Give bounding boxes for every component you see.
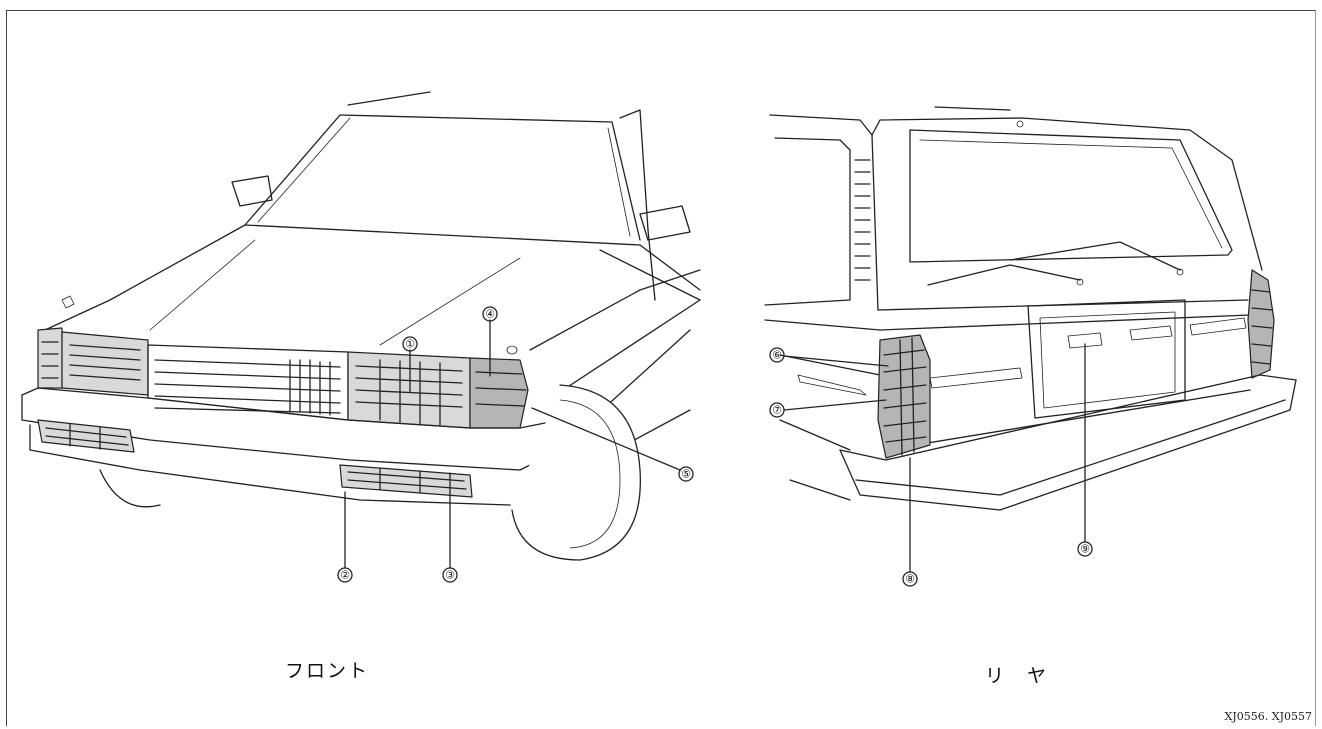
caption-front: フロント [285, 660, 370, 682]
svg-text:⑦: ⑦ [772, 404, 782, 417]
figure-reference: XJ0556. XJ0557 [1224, 710, 1312, 723]
callout-9: ⑨ [1077, 541, 1093, 557]
diagram-frame [6, 10, 1316, 726]
caption-rear: リ ヤ [985, 665, 1049, 687]
callout-5: ⑤ [678, 466, 694, 482]
svg-text:④: ④ [485, 308, 495, 321]
callout-3: ③ [442, 567, 458, 583]
svg-text:③: ③ [445, 569, 455, 582]
callouts: ① ④ ⑤ ② ③ ⑥ [337, 306, 1093, 587]
svg-text:⑥: ⑥ [772, 349, 782, 362]
callout-4: ④ [482, 306, 498, 322]
svg-text:①: ① [405, 338, 415, 351]
rear-view [764, 106, 1297, 511]
callout-1: ① [402, 336, 418, 352]
callout-8: ⑧ [902, 571, 918, 587]
front-view [21, 91, 701, 561]
callout-7: ⑦ [769, 402, 785, 418]
callout-6: ⑥ [769, 347, 785, 363]
svg-text:⑤: ⑤ [681, 468, 691, 481]
svg-text:⑨: ⑨ [1080, 543, 1090, 556]
callout-2: ② [337, 567, 353, 583]
svg-text:②: ② [340, 569, 350, 582]
svg-text:⑧: ⑧ [905, 573, 915, 586]
